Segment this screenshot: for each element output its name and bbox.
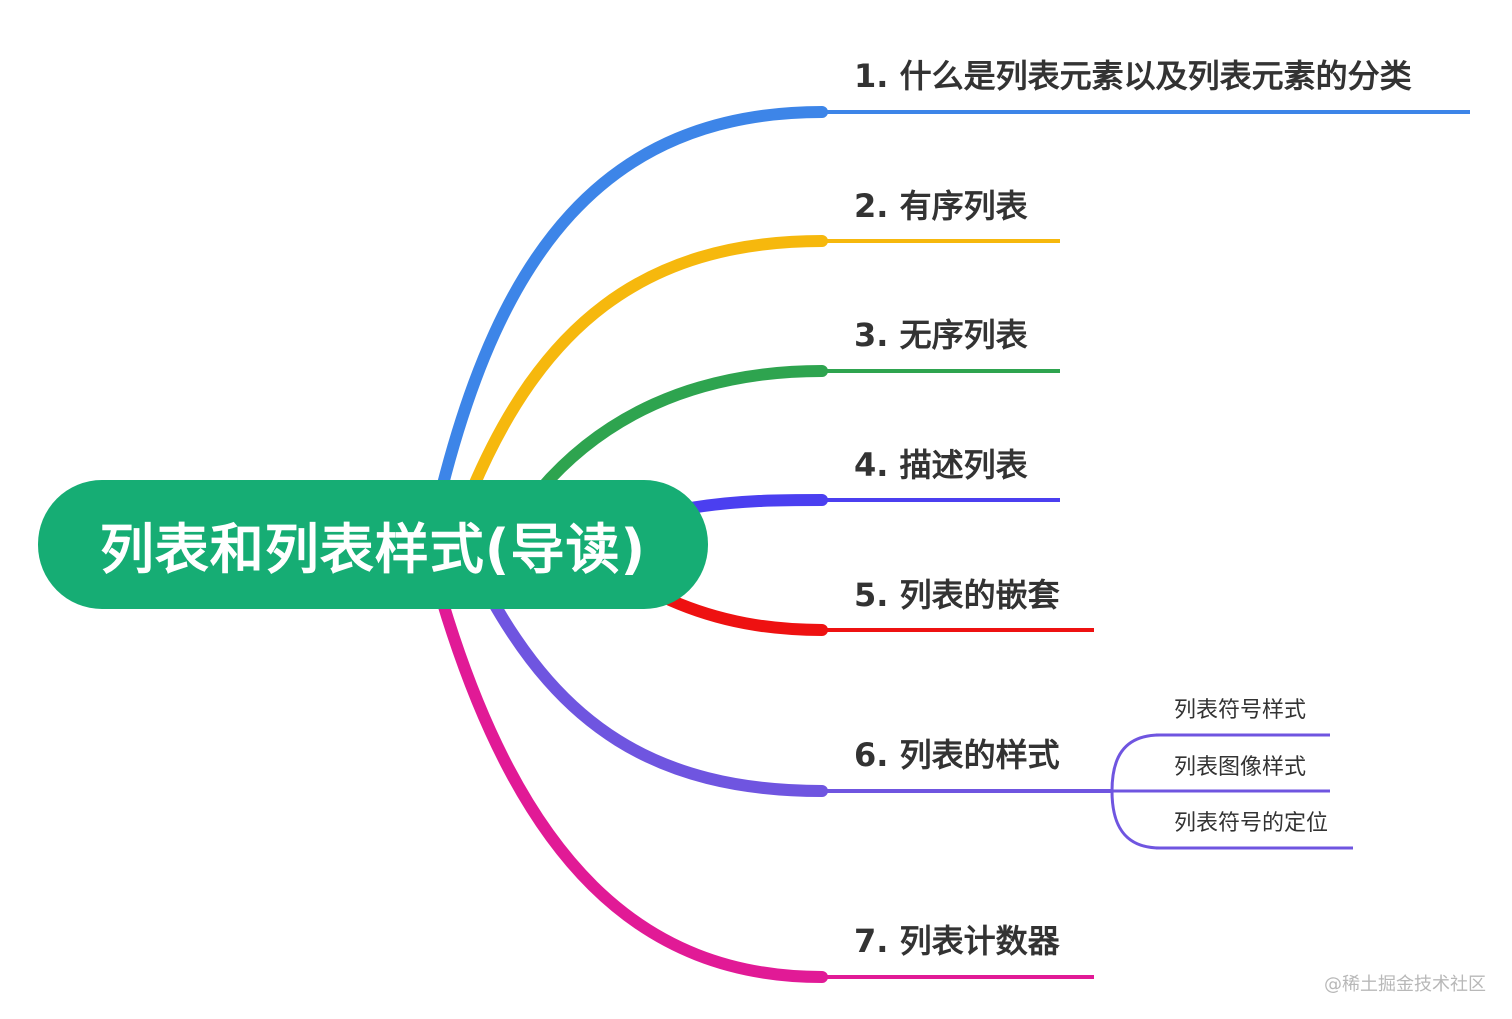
sub-branch-1-connector — [1110, 733, 1161, 792]
sub-branch-1-label[interactable]: 列表符号样式 — [1174, 698, 1307, 723]
branch-7-connector — [436, 594, 828, 983]
branch-2-connector — [466, 235, 828, 496]
root-node[interactable]: 列表和列表样式(导读) — [38, 480, 708, 609]
sub-branch-2-label[interactable]: 列表图像样式 — [1174, 755, 1307, 780]
branch-5-connector — [664, 594, 828, 636]
branch-6-label[interactable]: 6. 列表的样式 — [854, 736, 1060, 774]
branch-6-connector — [486, 594, 828, 797]
watermark: @稀土掘金技术社区 — [1324, 974, 1486, 995]
branch-4-connector — [684, 494, 828, 514]
branch-1-connector — [436, 106, 828, 494]
branch-7-label[interactable]: 7. 列表计数器 — [854, 922, 1060, 960]
branch-3-label[interactable]: 3. 无序列表 — [854, 316, 1028, 354]
root-label: 列表和列表样式(导读) — [99, 518, 647, 581]
sub-branch-3-label[interactable]: 列表符号的定位 — [1174, 811, 1329, 836]
branch-5-label[interactable]: 5. 列表的嵌套 — [854, 576, 1060, 614]
branch-3-connector — [534, 365, 828, 496]
branch-4-label[interactable]: 4. 描述列表 — [854, 446, 1028, 484]
branch-1-label[interactable]: 1. 什么是列表元素以及列表元素的分类 — [854, 57, 1412, 95]
branch-2-label[interactable]: 2. 有序列表 — [854, 187, 1028, 225]
sub-branch-3-connector — [1110, 790, 1161, 850]
